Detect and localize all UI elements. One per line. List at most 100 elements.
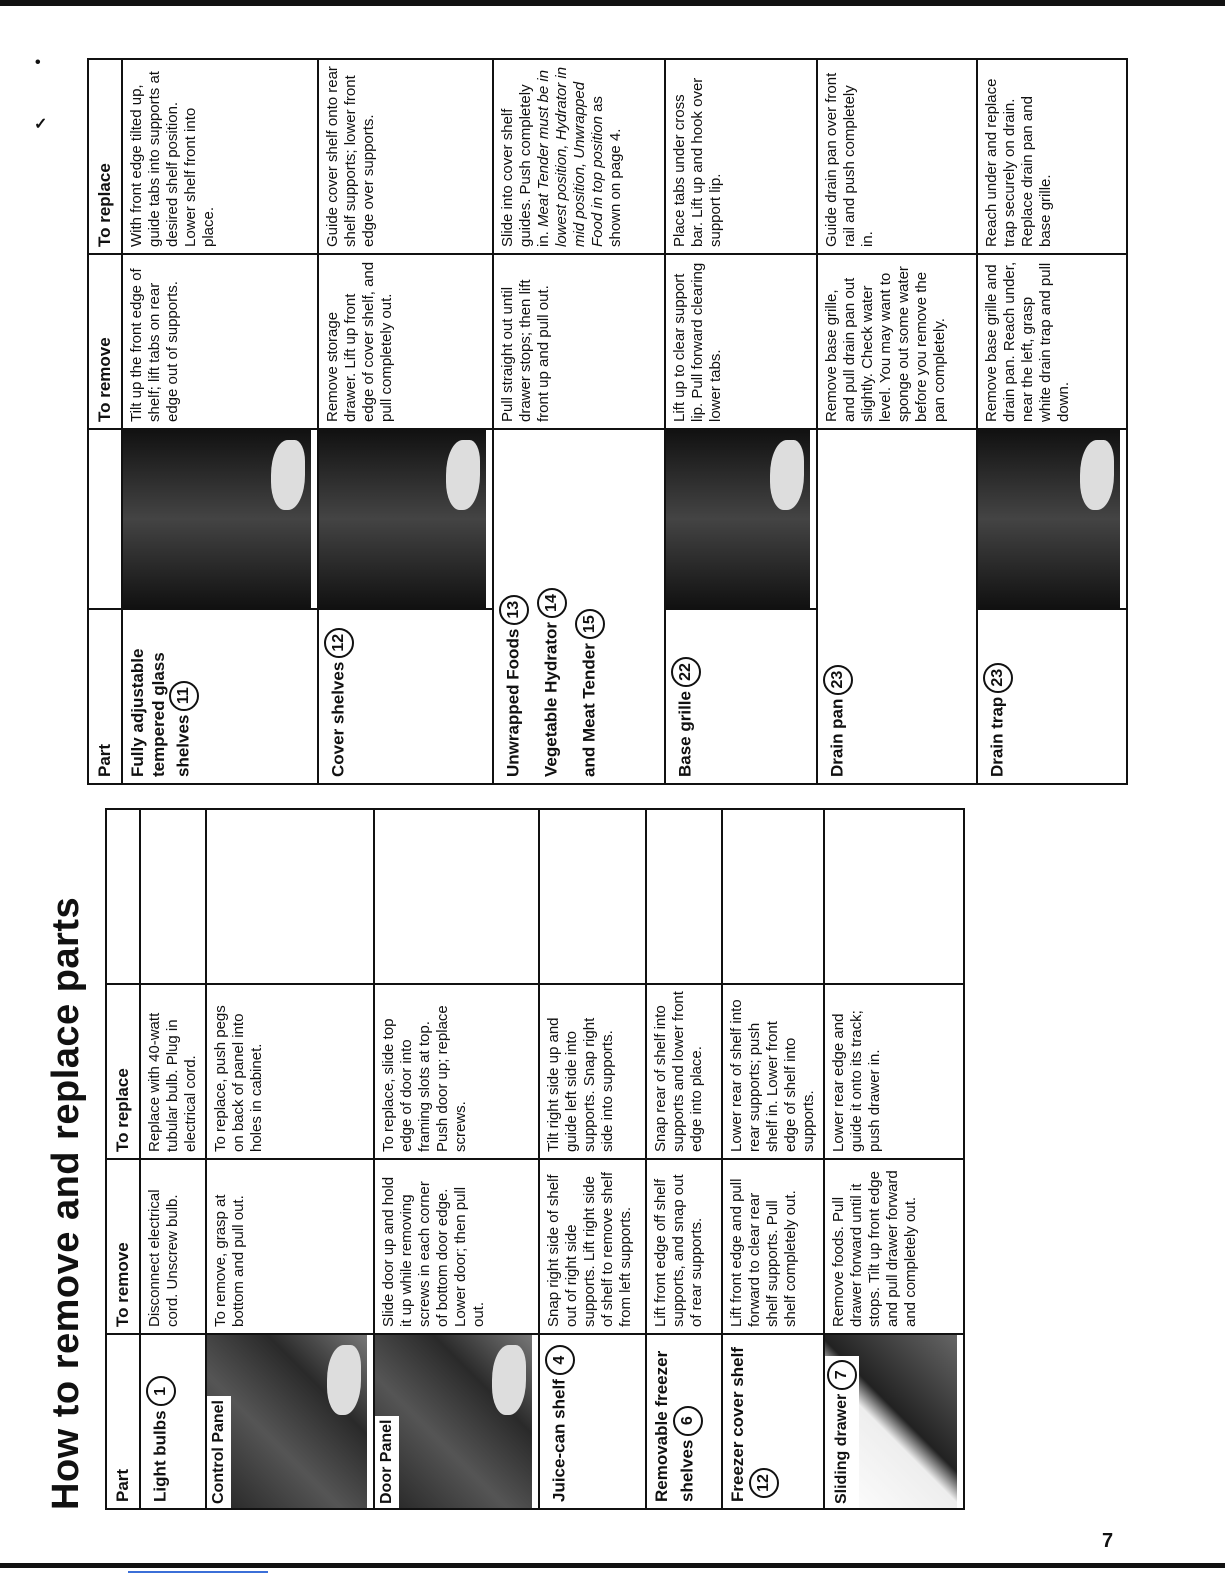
hand-image xyxy=(1080,440,1115,510)
part-name: Juice-can shelf xyxy=(549,1379,569,1502)
part-cell: Cover shelves12 xyxy=(318,609,494,784)
part-cell: Base grille 22 xyxy=(665,609,818,784)
part-number: 23 xyxy=(823,664,854,695)
part-name: Freezer cover shelf xyxy=(728,1347,748,1502)
part-cell: Light bulbs1 xyxy=(140,1334,207,1509)
remove-cell: Snap right side of shelf out of right si… xyxy=(539,1159,647,1334)
margin-check: ✓ xyxy=(34,116,48,133)
empty-cell xyxy=(824,809,965,984)
hand-image xyxy=(492,1345,527,1415)
part-name-2: Vegetable Hydrator xyxy=(541,622,561,777)
table-row: Cover shelves12 Remove storage drawer. L… xyxy=(318,59,494,784)
part-name: Sliding drawer xyxy=(833,1393,851,1504)
replace-cell: With front edge tilted up, guide tabs in… xyxy=(122,59,319,254)
remove-cell: Lift up to clear support lip. Pull forwa… xyxy=(665,254,818,429)
part-name: Door Panel xyxy=(375,1415,399,1508)
replace-cell: Guide cover shelf onto rear shelf suppor… xyxy=(318,59,494,254)
remove-cell: Tilt up the front edge of shelf; lift ta… xyxy=(122,254,319,429)
part-cell: Juice-can shelf 4 xyxy=(539,1334,647,1509)
remove-cell: Pull straight out until drawer stops; th… xyxy=(493,254,666,429)
part-number: 4 xyxy=(545,1345,576,1376)
replace-cell: Guide drain pan over front rail and push… xyxy=(817,59,978,254)
replace-cell: Snap rear of shelf into supports and low… xyxy=(646,984,723,1159)
replace-cell: Lower rear of shelf into rear supports; … xyxy=(722,984,825,1159)
photo-cell xyxy=(977,429,1128,609)
table-row: Base grille 22 Lift up to clear support l… xyxy=(665,59,818,784)
hand-image xyxy=(271,440,306,510)
hand-image xyxy=(770,440,805,510)
remove-cell: Remove base grille and drain pan. Reach … xyxy=(977,254,1128,429)
table-row: Drain pan23 Remove base grille, and pull… xyxy=(817,59,978,784)
part-cell: Fully adjustable tempered glass shelves1… xyxy=(122,609,319,784)
part-number: 12 xyxy=(324,627,355,658)
part-name: Unwrapped Foods xyxy=(503,628,523,777)
header-blank xyxy=(88,429,123,609)
empty-cell xyxy=(140,809,207,984)
empty-cell xyxy=(206,809,375,984)
header-blank xyxy=(106,809,141,984)
parts-table-right: Part To remove To replace Fully adjustab… xyxy=(87,58,1128,785)
empty-cell xyxy=(646,809,723,984)
hand-image xyxy=(446,440,481,510)
part-name: Light bulbs xyxy=(150,1410,170,1502)
photo-cell xyxy=(665,429,818,609)
table-row: Removable freezer shelves6 Lift front ed… xyxy=(646,809,723,1509)
parts-table-left: Part To remove To replace Light bulbs1 D… xyxy=(105,808,965,1510)
part-number: 23 xyxy=(983,662,1014,693)
hand-image xyxy=(327,1345,362,1415)
part-number: 6 xyxy=(672,1405,703,1436)
table-row: Control Panel To remove, grasp at bottom… xyxy=(206,809,375,1509)
table-row: Juice-can shelf 4 Snap right side of shel… xyxy=(539,809,647,1509)
page-title: How to remove and replace parts xyxy=(45,896,87,1510)
table-row: Fully adjustable tempered glass shelves1… xyxy=(122,59,319,784)
remove-cell: Slide door up and hold it up while remov… xyxy=(374,1159,540,1334)
part-name: Drain trap xyxy=(987,696,1007,777)
cover-shelf-photo xyxy=(319,430,487,608)
remove-cell: Remove base grille, and pull drain pan o… xyxy=(817,254,978,429)
table-row: Light bulbs1 Disconnect electrical cord.… xyxy=(140,809,207,1509)
top-border xyxy=(0,0,1225,6)
part-number-3: 15 xyxy=(575,609,606,640)
part-cell: Unwrapped Foods13 Vegetable Hydrator14 a… xyxy=(493,429,666,784)
part-name-3: and Meat Tender xyxy=(579,643,599,777)
replace-cell: Slide into cover shelf guides. Push comp… xyxy=(493,59,666,254)
replace-cell: Tilt right side up and guide left side i… xyxy=(539,984,647,1159)
header-replace: To replace xyxy=(106,984,141,1159)
remove-cell: Disconnect electrical cord. Unscrew bulb… xyxy=(140,1159,207,1334)
table-header-row: Part To remove To replace xyxy=(88,59,123,784)
empty-cell xyxy=(539,809,647,984)
part-number: 12 xyxy=(748,1468,779,1498)
remove-cell: Lift front edge and pull forward to clea… xyxy=(722,1159,825,1334)
remove-cell: Lift front edge off shelf supports, and … xyxy=(646,1159,723,1334)
table-header-row: Part To remove To replace xyxy=(106,809,141,1509)
door-panel-photo: Door Panel xyxy=(375,1335,533,1508)
replace-cell: To replace, slide top edge of door into … xyxy=(374,984,540,1159)
remove-cell: Remove storage drawer. Lift up front edg… xyxy=(318,254,494,429)
empty-cell xyxy=(374,809,540,984)
part-cell: Control Panel xyxy=(206,1334,375,1509)
page-number: 7 xyxy=(1102,1530,1114,1552)
part-cell: Door Panel xyxy=(374,1334,540,1509)
part-number: 11 xyxy=(169,680,200,711)
replace-cell: Replace with 40-watt tubular bulb. Plug … xyxy=(140,984,207,1159)
part-cell: Drain pan23 xyxy=(817,429,978,784)
photo-cell xyxy=(122,429,319,609)
glass-shelf-photo xyxy=(123,430,312,608)
header-remove: To remove xyxy=(106,1159,141,1334)
drain-trap-photo xyxy=(978,430,1121,608)
part-number: 22 xyxy=(671,657,702,687)
table-row: Door Panel Slide door up and hold it up … xyxy=(374,809,540,1509)
part-cell: Removable freezer shelves6 xyxy=(646,1334,723,1509)
header-part: Part xyxy=(106,1334,141,1509)
empty-cell xyxy=(722,809,825,984)
bottom-border xyxy=(0,1563,1225,1568)
part-name: Base grille xyxy=(675,691,695,777)
replace-note: Meat Tender must be in lowest position, … xyxy=(535,66,607,247)
replace-cell: Reach under and replace trap securely on… xyxy=(977,59,1128,254)
part-number-2: 14 xyxy=(537,588,568,619)
table-row: Drain trap 23 Remove base grille and drai… xyxy=(977,59,1128,784)
replace-cell: Place tabs under cross bar. Lift up and … xyxy=(665,59,818,254)
table-row: Sliding drawer7 Remove foods. Pull drawe… xyxy=(824,809,965,1509)
